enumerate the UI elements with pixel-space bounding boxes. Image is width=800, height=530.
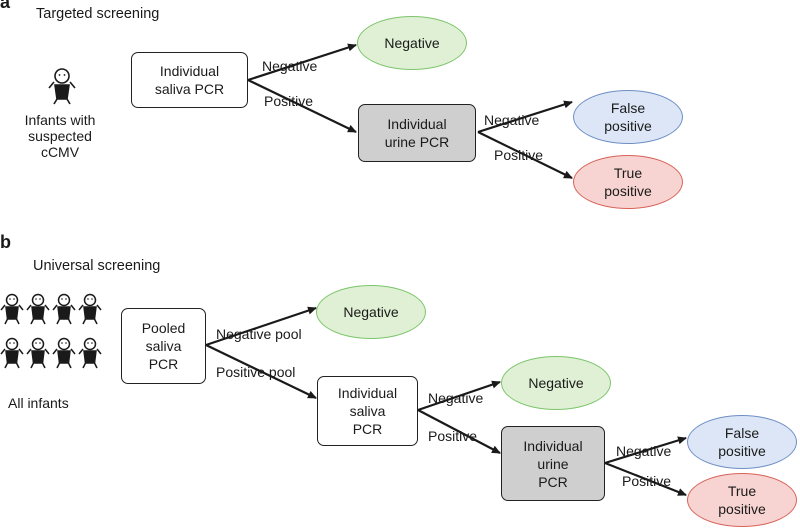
edge-label-a-positive-2: Positive	[494, 147, 544, 163]
box-b-pooled-saliva-pcr: Pooled saliva PCR	[121, 308, 206, 384]
panel-b-title: Universal screening	[33, 258, 161, 274]
outcome-b-true-positive: True positive	[687, 473, 797, 527]
arrow-a-saliva-positive	[247, 79, 357, 133]
outcome-b-negative-2: Negative	[501, 356, 611, 410]
outcome-b-negative-1: Negative	[316, 285, 426, 339]
edge-label-a-negative-2: Negative	[484, 112, 540, 128]
infant-icon	[52, 337, 76, 369]
infant-icon	[26, 293, 50, 325]
arrow-b-pool-positive	[205, 344, 317, 399]
panel-a-letter: a	[0, 0, 11, 12]
panel-a-title: Targeted screening	[36, 6, 160, 22]
infant-icon	[48, 68, 76, 105]
arrow-b-urine-negative	[604, 436, 687, 465]
box-a-individual-urine-pcr: Individual urine PCR	[358, 104, 476, 162]
box-b-individual-urine-pcr: Individual urine PCR	[501, 426, 605, 501]
outcome-a-true-positive: True positive	[573, 155, 683, 209]
infant-icon	[0, 293, 24, 325]
edge-label-b-negative-3: Negative	[616, 443, 672, 459]
arrow-b-urine-positive	[604, 461, 687, 497]
edge-label-b-positive-2: Positive	[428, 428, 478, 444]
edge-label-a-positive-1: Positive	[264, 93, 314, 109]
arrow-b-saliva-negative	[417, 380, 501, 412]
panel-a-population-label: Infants with suspected cCMV	[24, 112, 96, 160]
arrow-b-saliva-positive	[417, 409, 501, 454]
arrow-a-saliva-negative	[247, 43, 357, 82]
infant-icon	[52, 293, 76, 325]
box-b-individual-saliva-pcr: Individual saliva PCR	[317, 376, 418, 446]
box-a-individual-saliva-pcr: Individual saliva PCR	[131, 52, 248, 108]
infant-icon	[0, 337, 24, 369]
infant-icon	[26, 337, 50, 369]
panel-b-letter: b	[0, 232, 11, 252]
arrow-a-urine-positive	[477, 131, 573, 179]
infant-icon	[78, 293, 102, 325]
edge-label-b-positive-pool: Positive pool	[216, 364, 296, 380]
infant-icon	[78, 337, 102, 369]
edge-label-b-negative-2: Negative	[428, 390, 484, 406]
edge-label-b-negative-pool: Negative pool	[216, 326, 302, 342]
outcome-b-false-positive: False positive	[687, 415, 797, 469]
arrow-a-urine-negative	[477, 100, 573, 134]
edge-label-b-positive-3: Positive	[622, 473, 672, 489]
panel-b-population-label: All infants	[8, 395, 69, 411]
infant-grid	[0, 292, 110, 378]
edge-label-a-negative-1: Negative	[262, 58, 318, 74]
outcome-a-negative: Negative	[357, 16, 467, 70]
arrow-b-pool-negative	[205, 306, 317, 347]
outcome-a-false-positive: False positive	[573, 90, 683, 144]
